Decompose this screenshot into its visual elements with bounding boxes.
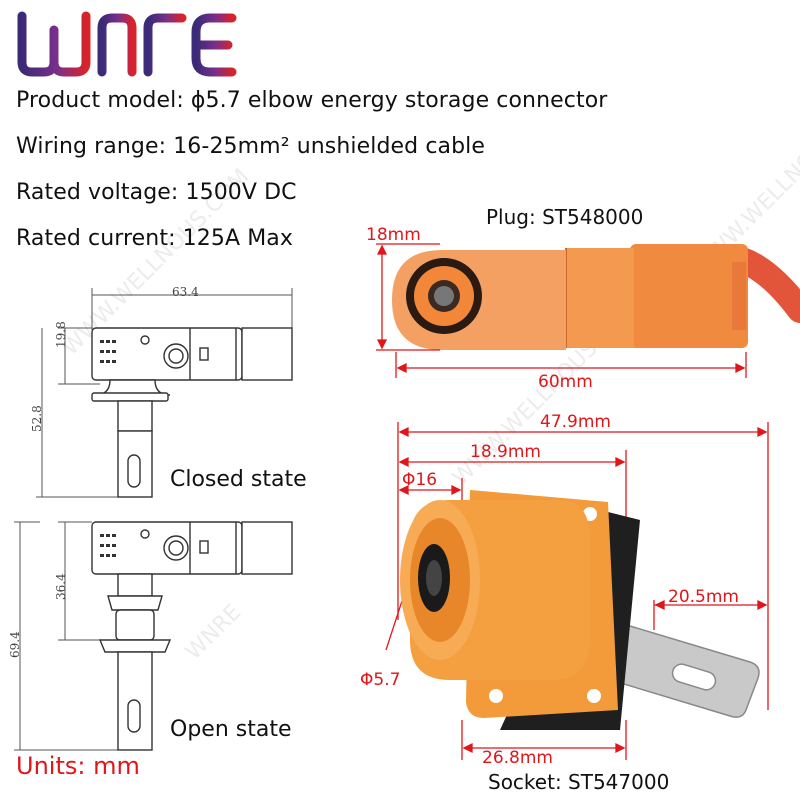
socket-illustration	[385, 422, 769, 760]
open-height-label: 69.4	[8, 631, 22, 658]
socket-barrel-dim: Φ16	[402, 470, 438, 490]
plug-length-dim: 60mm	[538, 372, 593, 392]
socket-pin-dim: Φ5.7	[360, 670, 401, 690]
closed-height-label: 52.8	[30, 405, 44, 432]
plug-illustration	[376, 243, 800, 378]
plug-title: Plug: ST548000	[486, 205, 644, 229]
spec-rated-current: Rated current: 125A Max	[16, 226, 293, 251]
closed-offset-label: 19.8	[54, 321, 68, 348]
brand-logo	[17, 11, 237, 77]
closed-state-drawing	[14, 288, 293, 751]
closed-width-label: 63.4	[172, 285, 199, 299]
spec-product-model: Product model: ϕ5.7 elbow energy storage…	[16, 88, 608, 113]
units-label: Units: mm	[16, 752, 140, 780]
socket-title: Socket: ST547000	[488, 770, 670, 794]
socket-total-dim: 47.9mm	[540, 412, 611, 432]
open-state-label: Open state	[170, 717, 292, 742]
socket-busbar-dim: 20.5mm	[668, 587, 739, 607]
plug-height-dim: 18mm	[366, 225, 421, 245]
open-offset-label: 36.4	[54, 573, 68, 600]
socket-base-dim: 26.8mm	[482, 748, 553, 768]
socket-flange-dim: 18.9mm	[470, 442, 541, 462]
closed-state-label: Closed state	[170, 467, 307, 492]
spec-wiring-range: Wiring range: 16-25mm² unshielded cable	[16, 134, 486, 159]
spec-rated-voltage: Rated voltage: 1500V DC	[16, 180, 297, 205]
